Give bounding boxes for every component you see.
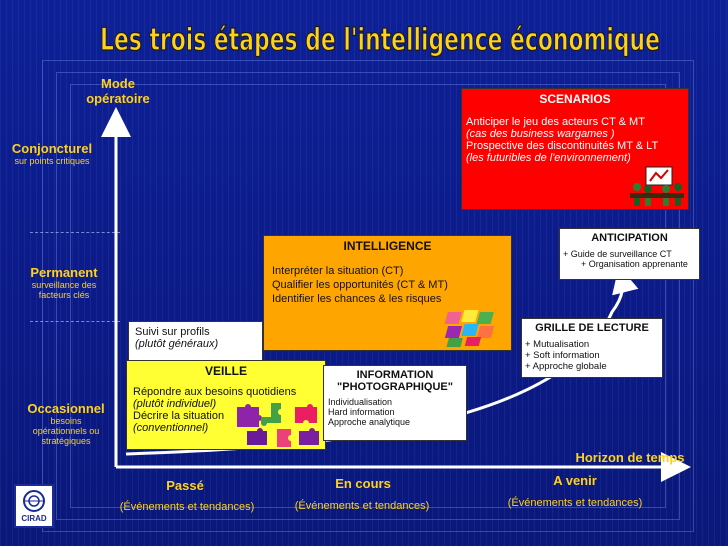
- puzzle-illustration-icon: [444, 310, 495, 347]
- veille-box: VEILLE Répondre aux besoins quotidiens (…: [126, 360, 326, 450]
- y-axis-label: Mode opératoire: [86, 76, 150, 106]
- intelligence-box: INTELLIGENCE Interpréter la situation (C…: [263, 235, 512, 351]
- meeting-illustration-icon: [630, 166, 684, 206]
- frame-middle: [56, 72, 680, 520]
- period-passe-sub: (Événements et tendances): [119, 501, 255, 513]
- suivi-box: Suivi sur profils (plutôt généraux): [128, 321, 263, 361]
- scenarios-box: SCENARIOS Anticiper le jeu des acteurs C…: [461, 88, 689, 210]
- period-a-venir-sub: (Événements et tendances): [507, 497, 643, 509]
- grille-de-lecture-box: GRILLE DE LECTURE + Mutualisation + Soft…: [521, 318, 663, 378]
- level-conjoncturel: Conjoncturel sur points critiques: [11, 141, 93, 166]
- anticipation-box: ANTICIPATION + Guide de surveillance CT …: [559, 228, 700, 280]
- cirad-emblem-icon: [23, 490, 45, 512]
- cirad-logo-text: CIRAD: [21, 514, 47, 523]
- frame-outer: [42, 60, 694, 532]
- level-separator-lower: [30, 321, 120, 322]
- period-en-cours-sub: (Événements et tendances): [294, 500, 430, 512]
- period-a-venir-label: A venir: [553, 473, 597, 488]
- level-permanent: Permanent surveillance des facteurs clés: [30, 265, 98, 300]
- information-photographique-box: INFORMATION "PHOTOGRAPHIQUE" Individuali…: [323, 365, 467, 441]
- x-axis-label: Horizon de temps: [575, 450, 685, 465]
- page-title: Les trois étapes de l'intelligence écono…: [99, 21, 660, 58]
- cirad-logo: CIRAD: [14, 484, 54, 528]
- level-separator-upper: [30, 232, 120, 233]
- frame-inner: [70, 84, 666, 508]
- puzzle-pieces-icon: [237, 403, 319, 447]
- level-occasionnel: Occasionnel besoins opérationnels ou str…: [27, 401, 105, 446]
- svg-text:Les trois étapes de l'intellig: Les trois étapes de l'intelligence écono…: [100, 22, 660, 58]
- period-en-cours-label: En cours: [335, 476, 391, 491]
- period-passe-label: Passé: [166, 478, 204, 493]
